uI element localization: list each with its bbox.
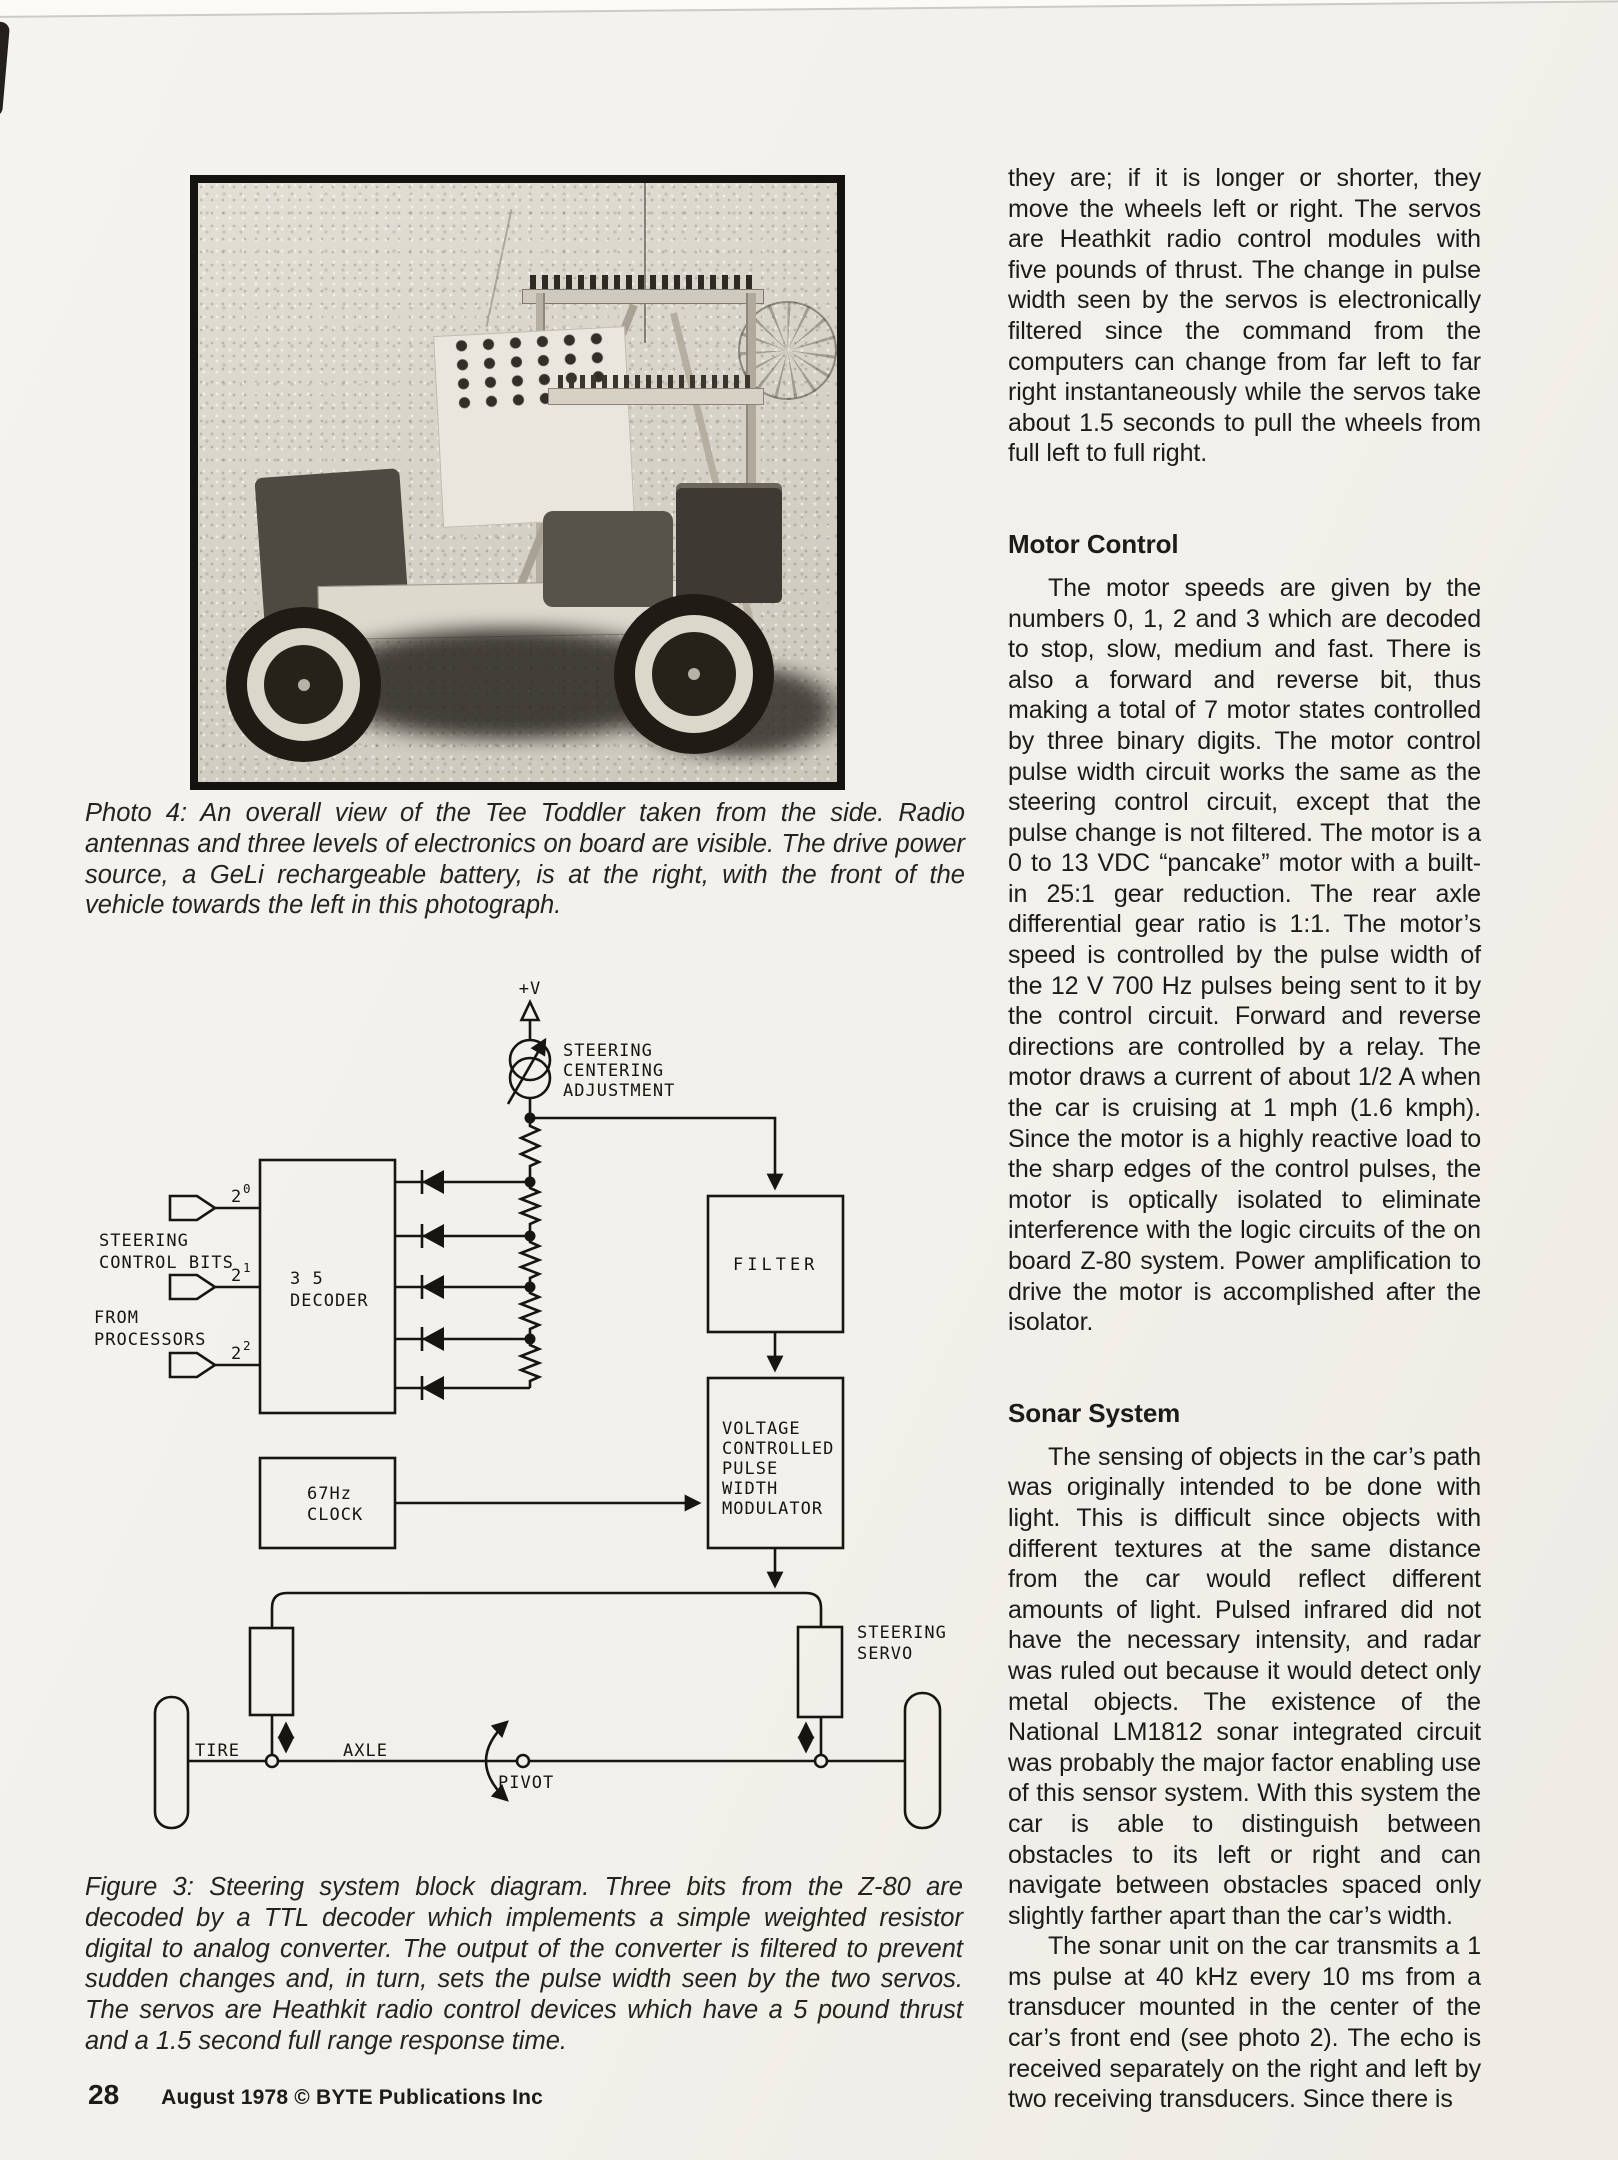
photo-top-deck — [522, 289, 764, 304]
figure3-steering-diagram: +V STEERING CENTERING ADJUSTMENT STEERIN… — [94, 979, 947, 1830]
servo-left-box — [248, 1626, 295, 1717]
article-paragraph: The sonar unit on the car transmits a 1 … — [1008, 1932, 1481, 2114]
photo-antenna — [644, 183, 646, 343]
robot-wheel-left — [226, 607, 381, 762]
wire-nodes — [524, 1112, 536, 1345]
tire-right-shape — [903, 1691, 942, 1830]
decoder-label: 3 5 — [290, 1269, 324, 1289]
steering-servo-label: STEERING — [857, 1623, 947, 1643]
supply-arrow-icon — [519, 998, 541, 1040]
bit1-exponent: 1 — [243, 1260, 251, 1275]
input-bit0-connector — [168, 1194, 260, 1222]
clock-label: 67Hz — [307, 1484, 352, 1504]
weighted-resistor-ladder-icon — [517, 1118, 543, 1388]
photo-antenna — [485, 209, 513, 327]
photo-electronics-row — [530, 275, 758, 290]
modulator-label: PULSE — [722, 1459, 778, 1479]
rotation-arrow-icon — [484, 1720, 509, 1802]
wheel-whitewall — [635, 615, 753, 733]
bit0-label: 2 — [231, 1187, 242, 1207]
page-footer: 28 August 1978 © BYTE Publications Inc — [88, 2079, 543, 2111]
photo-battery-box — [676, 483, 782, 603]
bit1-label: 2 — [231, 1266, 242, 1286]
input-bit2-connector — [168, 1351, 260, 1379]
modulator-label: VOLTAGE — [722, 1419, 801, 1439]
scan-artifact — [0, 21, 11, 118]
filter-label: FILTER — [733, 1255, 818, 1275]
photo-electronics-row — [558, 375, 754, 388]
modulator-label: WIDTH — [722, 1479, 778, 1499]
photo-frame-post — [746, 293, 756, 601]
article-paragraph: The motor speeds are given by the number… — [1008, 573, 1481, 1337]
photo-caption: Photo 4: An overall view of the Tee Todd… — [85, 799, 965, 920]
wheel-hub — [652, 632, 736, 716]
page-number: 28 — [88, 2079, 120, 2110]
robot-wheel-right — [614, 594, 774, 754]
potentiometer-icon — [506, 1037, 552, 1105]
photo-mid-deck — [548, 388, 764, 405]
servo-link-wire — [270, 1591, 823, 1628]
joint-circle — [813, 1753, 829, 1769]
photo-drive-assembly — [543, 511, 673, 607]
control-bits-label: CONTROL BITS — [99, 1253, 234, 1273]
clock-label: CLOCK — [307, 1505, 363, 1525]
photo-4-robot-cart — [198, 183, 837, 782]
article-column: they are; if it is longer or shorter, th… — [1008, 163, 1481, 2115]
steering-servo-label: SERVO — [857, 1644, 913, 1664]
wheel-axle-dot — [688, 668, 700, 680]
modulator-label: MODULATOR — [722, 1499, 823, 1519]
tire-left-shape — [153, 1695, 190, 1830]
publication-credit: August 1978 © BYTE Publications Inc — [161, 2086, 544, 2109]
input-bit1-connector — [168, 1273, 260, 1301]
modulator-label: CONTROLLED — [722, 1439, 834, 1459]
decoder-box — [258, 1158, 397, 1415]
bit2-exponent: 2 — [243, 1338, 251, 1353]
diode-array-icon — [395, 1170, 530, 1400]
from-processors-label: FROM — [94, 1308, 139, 1328]
adjustment-label: CENTERING — [563, 1061, 664, 1081]
article-paragraph: they are; if it is longer or shorter, th… — [1008, 164, 1481, 468]
wheel-hub — [264, 645, 343, 724]
tire-label: TIRE — [195, 1741, 240, 1761]
pivot-label: PIVOT — [498, 1773, 554, 1793]
decoder-label: DECODER — [290, 1291, 369, 1311]
wire-to-filter — [530, 1116, 784, 1191]
article-paragraph: The sensing of objects in the car’s path… — [1008, 1442, 1481, 1930]
wheel-axle-dot — [297, 678, 310, 691]
photo-4-frame — [190, 175, 845, 790]
motor-control-heading: Motor Control — [1008, 528, 1179, 559]
wheel-whitewall — [247, 628, 360, 741]
control-bits-label: STEERING — [99, 1231, 189, 1251]
bit2-label: 2 — [231, 1344, 242, 1364]
joint-circle — [264, 1753, 280, 1769]
supply-label: +V — [519, 979, 541, 999]
from-processors-label: PROCESSORS — [94, 1330, 206, 1350]
axle-label: AXLE — [343, 1741, 388, 1761]
bit0-exponent: 0 — [243, 1181, 251, 1196]
pivot-circle — [515, 1753, 531, 1769]
servo-right-box — [796, 1625, 844, 1719]
adjustment-label: ADJUSTMENT — [563, 1081, 675, 1101]
figure-caption: Figure 3: Steering system block diagram.… — [85, 1873, 963, 2055]
adjustment-label: STEERING — [563, 1041, 653, 1061]
sonar-system-heading: Sonar System — [1008, 1397, 1181, 1428]
